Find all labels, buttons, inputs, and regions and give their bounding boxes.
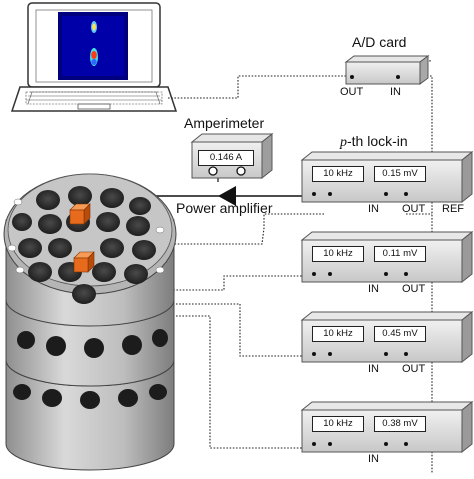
power-amplifier-label: Power amplifier xyxy=(176,200,273,216)
lockin-3-in-label: IN xyxy=(368,363,379,375)
lockin-title-rest: -th lock-in xyxy=(347,133,408,149)
knob-icon xyxy=(208,166,218,176)
ad-card-label: A/D card xyxy=(352,34,407,50)
lockin-1-voltage: 0.15 mV xyxy=(374,166,426,182)
lockin-2-voltage: 0.11 mV xyxy=(374,246,426,262)
lockin-4-voltage: 0.38 mV xyxy=(374,416,426,432)
ad-in-label: IN xyxy=(390,86,401,98)
ad-out-label: OUT xyxy=(340,86,364,98)
amplifier-triangle-icon xyxy=(218,186,236,206)
lockin-4-in-label: IN xyxy=(368,453,379,465)
ad-card xyxy=(344,55,430,85)
lockin-3-freq: 10 kHz xyxy=(312,326,364,342)
excitation-coil-icon xyxy=(73,251,95,273)
lockin-2-in-label: IN xyxy=(368,283,379,295)
lockin-2-freq: 10 kHz xyxy=(312,246,364,262)
ad-in-port-icon xyxy=(396,75,400,79)
lockin-1-freq: 10 kHz xyxy=(312,166,364,182)
lockin-1-out-label: OUT xyxy=(402,203,426,215)
lockin-3-out-label: OUT xyxy=(402,363,426,375)
lockin-3-voltage: 0.45 mV xyxy=(374,326,426,342)
amperimeter-display: 0.146 A xyxy=(198,150,254,166)
knob-icon xyxy=(236,166,246,176)
lockin-1-ref-label: REF xyxy=(442,203,464,215)
lockin-4-freq: 10 kHz xyxy=(312,416,364,432)
lockin-title-p: p xyxy=(340,135,347,150)
amperimeter-label: Amperimeter xyxy=(184,115,265,131)
ad-out-port-icon xyxy=(350,75,354,79)
lockin-2-out-label: OUT xyxy=(402,283,426,295)
lockin-title: p-th lock-in xyxy=(340,133,408,151)
coil-array-cylinder xyxy=(3,173,177,471)
laptop xyxy=(10,2,178,112)
lockin-1-in-label: IN xyxy=(368,203,379,215)
lockin-stack xyxy=(300,150,474,454)
field-map-image xyxy=(58,12,128,80)
excitation-coil-icon xyxy=(69,203,91,225)
